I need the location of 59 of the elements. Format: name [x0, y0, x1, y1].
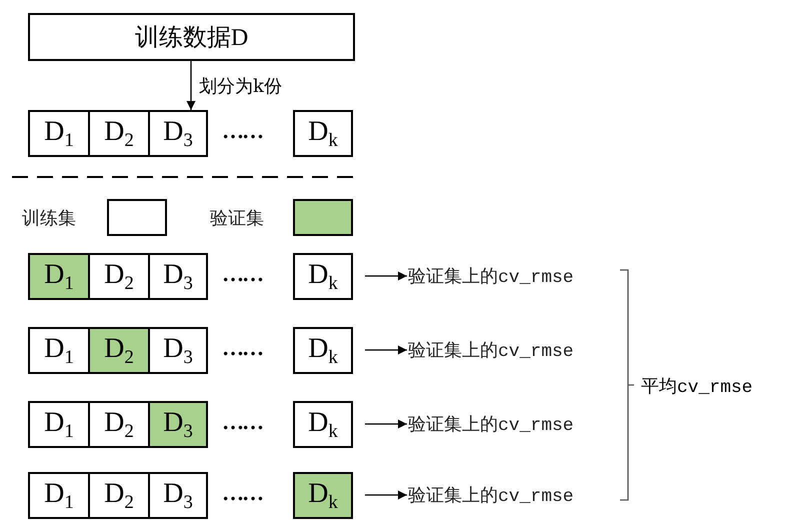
cell-label: D$_{k}$	[308, 408, 338, 440]
cell-label: D$_{3}$	[163, 408, 193, 440]
average-label: 平均cv_rmse	[641, 376, 753, 398]
cell-label: D$_{1}$	[44, 334, 74, 366]
fold-cell	[148, 327, 208, 374]
fold-cell	[293, 327, 353, 374]
fold-cell	[148, 401, 208, 448]
fold-cell	[88, 472, 150, 519]
arrow	[365, 346, 407, 354]
ellipsis: ……	[222, 335, 262, 361]
cell-label: D$_{2}$	[104, 334, 134, 366]
fold-cell	[148, 110, 208, 157]
fold-cell	[28, 110, 90, 157]
fold-cell	[148, 253, 208, 300]
legend-label: 验证集	[210, 207, 264, 230]
fold-cell	[88, 110, 150, 157]
arrow	[365, 420, 407, 428]
arrow	[365, 490, 407, 500]
cell-label: D$_{1}$	[44, 260, 74, 292]
fold-cell	[28, 253, 90, 300]
cell-label: 训练数据D	[134, 24, 248, 53]
arrow	[365, 272, 407, 280]
ellipsis: ……	[222, 480, 262, 506]
fold-cell	[293, 401, 353, 448]
arrow	[186, 61, 196, 110]
cell-label: D$_{3}$	[163, 260, 193, 292]
cell-label: D$_{k}$	[308, 118, 338, 150]
ellipsis: ……	[222, 261, 262, 287]
result-label: 验证集上的cv_rmse	[408, 262, 618, 290]
fold-cell	[88, 401, 150, 448]
fold-cell	[28, 327, 90, 374]
cell-label: D$_{3}$	[163, 480, 193, 512]
fold-cell	[148, 472, 208, 519]
fold-cell	[88, 327, 150, 374]
cell-label: D$_{1}$	[44, 408, 74, 440]
cell-label: D$_{k}$	[308, 480, 338, 512]
cell-label: D$_{2}$	[104, 408, 134, 440]
fold-cell	[293, 253, 353, 300]
result-label: 验证集上的cv_rmse	[408, 410, 618, 438]
cell-label: D$_{2}$	[104, 480, 134, 512]
cell-label: D$_{1}$	[44, 480, 74, 512]
cell-label: D$_{1}$	[44, 118, 74, 150]
cell-label: D$_{k}$	[308, 334, 338, 366]
result-label: 验证集上的cv_rmse	[408, 336, 618, 364]
data-box	[28, 13, 355, 61]
fold-cell	[28, 401, 90, 448]
ellipsis: ……	[222, 409, 262, 435]
fold-cell	[88, 253, 150, 300]
fold-cell	[293, 110, 353, 157]
fold-cell	[293, 472, 353, 519]
cell-label: D$_{3}$	[163, 118, 193, 150]
result-label: 验证集上的cv_rmse	[408, 481, 618, 509]
fold-cell	[28, 472, 90, 519]
cell-label: D$_{2}$	[104, 260, 134, 292]
cell-label: D$_{2}$	[104, 118, 134, 150]
cell-label: D$_{k}$	[308, 260, 338, 292]
cell-label: D$_{3}$	[163, 334, 193, 366]
ellipsis: ……	[222, 118, 262, 144]
legend-label: 训练集	[22, 207, 76, 230]
